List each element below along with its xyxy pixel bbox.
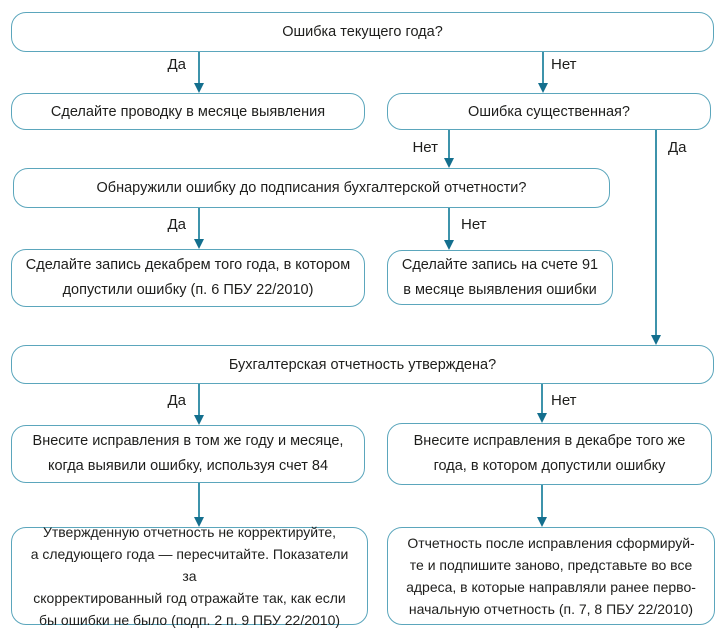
arrow-stem (448, 130, 450, 158)
arrow-stem (541, 485, 543, 517)
arrow-no-to-account91 (443, 208, 455, 250)
arrow-head (651, 335, 661, 345)
node-entry-december-error-year: Сделайте запись декабрем того года, в ко… (11, 249, 365, 307)
node-text: Ошибка текущего года? (282, 24, 443, 40)
arrow-no-to-december-fix (536, 384, 548, 423)
node-approved-do-not-correct: Утвержденную отчетность не корректируйте… (11, 524, 368, 628)
arrow-stem (542, 52, 544, 83)
node-fix-december-same-year: Внесите исправления в декабре того же го… (387, 423, 712, 485)
node-text: Утвержденную отчетность не корректируйте… (30, 524, 349, 628)
edge-label-yes: Да (167, 392, 186, 409)
arrow-stem (655, 130, 657, 335)
node-text: Внесите исправления в том же году и меся… (32, 433, 344, 474)
node-text: Обнаружили ошибку до подписания бухгалте… (96, 180, 527, 196)
arrow-head (538, 83, 548, 93)
node-text: Ошибка существенная? (468, 103, 630, 120)
arrow-no-to-before-signing (443, 130, 455, 168)
node-fix-account-84: Внесите исправления в том же году и меся… (11, 425, 365, 483)
node-text: Сделайте проводку в месяце выявления (50, 103, 326, 120)
node-q-found-before-signing: Обнаружили ошибку до подписания бухгалте… (13, 168, 610, 208)
node-text: Бухгалтерская отчетность утверждена? (228, 356, 497, 373)
arrow-stem (198, 384, 200, 415)
arrow-to-no-correct (193, 483, 205, 527)
edge-label-yes: Да (167, 56, 186, 73)
edge-label-no: Нет (551, 392, 577, 409)
edge-label-yes: Да (668, 139, 687, 156)
edge-label-yes: Да (167, 216, 186, 233)
arrow-head (194, 83, 204, 93)
node-q-statements-approved: Бухгалтерская отчетность утверждена? (11, 345, 714, 384)
arrow-stem (198, 208, 200, 239)
arrow-stem (198, 483, 200, 517)
arrow-head (194, 517, 204, 527)
arrow-head (194, 239, 204, 249)
node-entry-account-91: Сделайте запись на счете 91 в месяце выя… (387, 250, 613, 305)
arrow-yes-to-approved (650, 130, 662, 345)
arrow-yes-to-december-entry (193, 208, 205, 249)
edge-label-no: Нет (412, 139, 438, 156)
arrow-yes-to-posting (193, 52, 205, 93)
arrow-head (537, 517, 547, 527)
edge-label-no: Нет (551, 56, 577, 73)
node-q-current-year-error: Ошибка текущего года? (11, 12, 714, 52)
arrow-yes-to-account84 (193, 384, 205, 425)
node-text: Сделайте запись на счете 91 в месяце выя… (401, 256, 599, 298)
arrow-stem (541, 384, 543, 413)
node-text: Сделайте запись декабрем того года, в ко… (25, 257, 351, 298)
arrow-head (537, 413, 547, 423)
node-text: Отчетность после исправления сформируй- … (406, 535, 696, 617)
arrow-stem (198, 52, 200, 83)
node-text: Внесите исправления в декабре того же го… (413, 433, 686, 474)
node-q-error-material: Ошибка существенная? (387, 93, 711, 130)
node-resubmit-statements: Отчетность после исправления сформируй- … (387, 527, 715, 625)
arrow-head (194, 415, 204, 425)
arrow-stem (448, 208, 450, 240)
node-make-posting-discovery-month: Сделайте проводку в месяце выявления (11, 93, 365, 130)
arrow-head (444, 158, 454, 168)
arrow-head (444, 240, 454, 250)
arrow-to-resubmit (536, 485, 548, 527)
arrow-no-to-material (537, 52, 549, 93)
edge-label-no: Нет (461, 216, 487, 233)
